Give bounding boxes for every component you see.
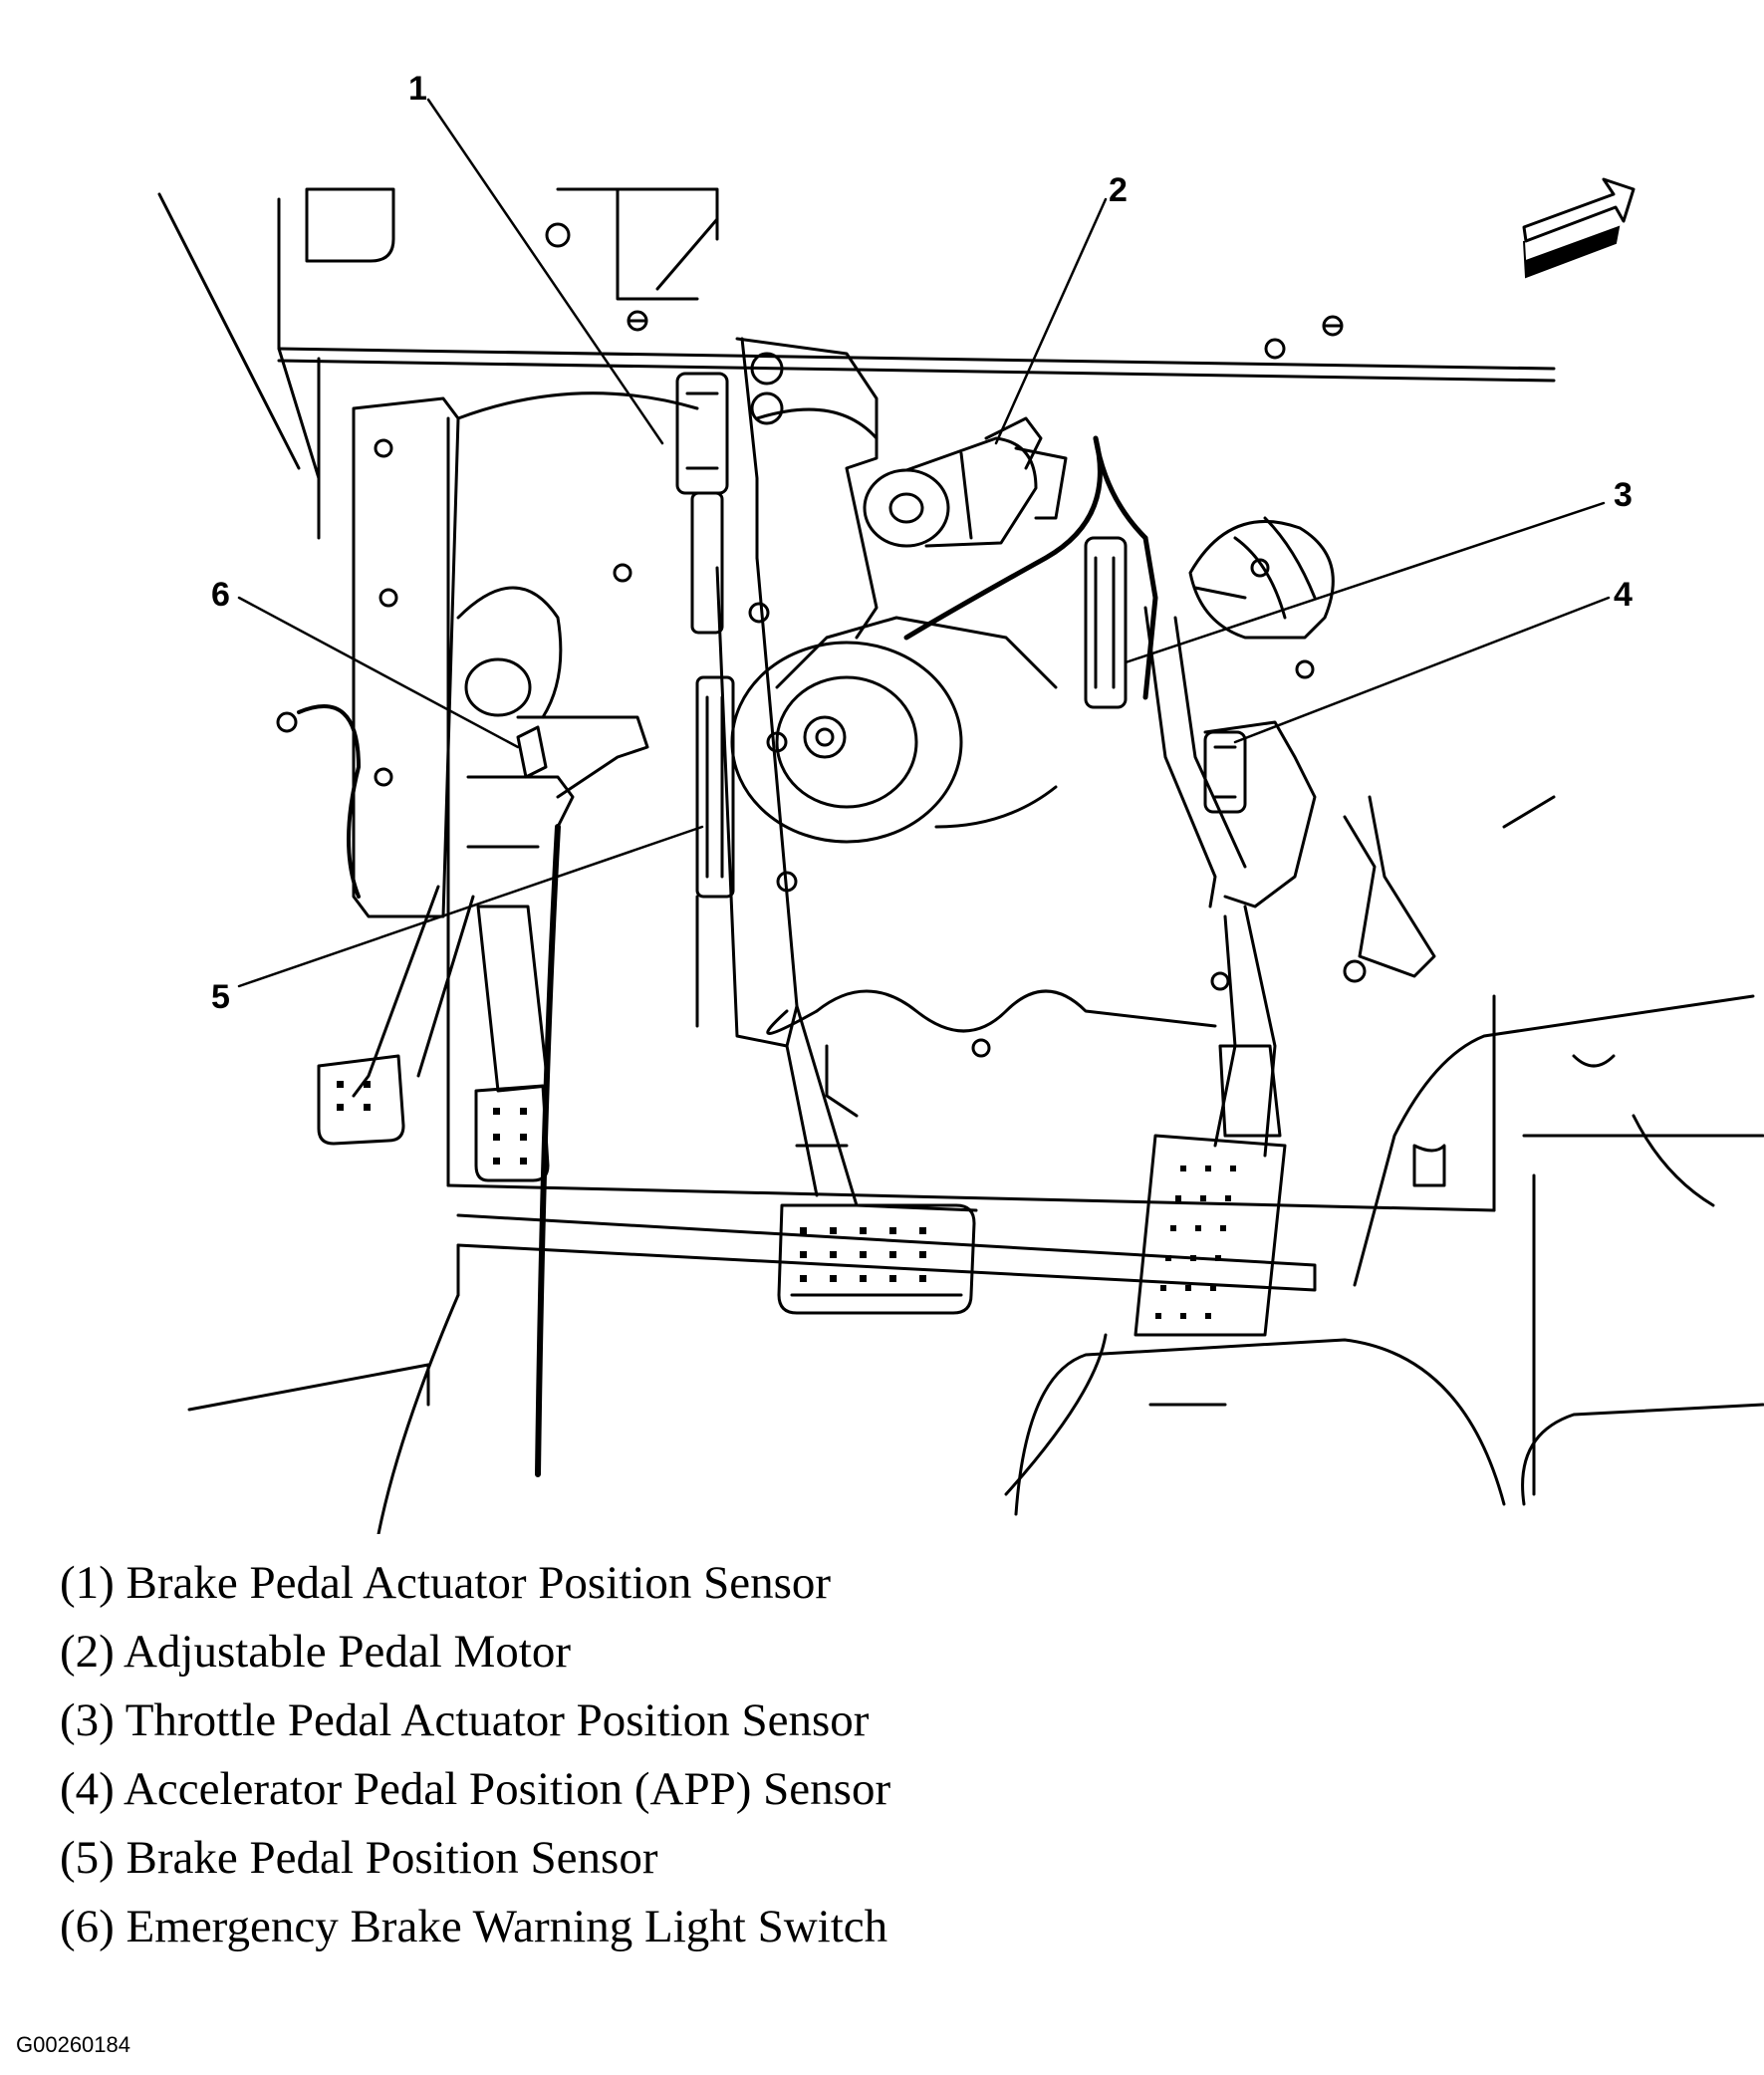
legend-item: (4) Accelerator Pedal Position (APP) Sen…	[60, 1763, 891, 1815]
brake-pedal-actuator-position-sensor	[675, 372, 729, 635]
pedal-mounting-plate	[446, 338, 1556, 1212]
callout-1: 1	[408, 70, 427, 108]
pedal-assembly-diagram: 1 2 3 4 5 6	[157, 70, 1764, 1534]
brake-pedal-pad	[777, 1203, 976, 1315]
air-vent	[1188, 516, 1335, 640]
component-legend: (1) Brake Pedal Actuator Position Sensor…	[60, 1549, 890, 1961]
wiring-harness-left	[276, 704, 561, 1477]
legend-item: (6) Emergency Brake Warning Light Switch	[60, 1901, 888, 1952]
brake-pad-dots	[800, 1227, 926, 1282]
legend-item: (1) Brake Pedal Actuator Position Sensor	[60, 1557, 832, 1609]
callout-2: 2	[1109, 171, 1128, 209]
brake-pedal-assembly	[715, 337, 1058, 1212]
callout-leader-lines	[237, 98, 1611, 988]
floor-and-console	[187, 994, 1764, 1534]
callout-5: 5	[211, 978, 230, 1016]
figure-id: G00260184	[16, 2032, 130, 2057]
parking-pad-dots	[337, 1081, 527, 1165]
adjustable-pedal-motor	[863, 416, 1068, 548]
forward-arrow-icon	[1522, 177, 1636, 279]
brake-pedal-position-sensor	[695, 675, 735, 1028]
accelerator-pedal-position-sensor	[1203, 730, 1247, 814]
throttle-pedal-actuator-position-sensor	[1084, 536, 1128, 709]
accelerator-pedal-assembly	[1004, 606, 1317, 1496]
legend-item: (5) Brake Pedal Position Sensor	[60, 1832, 658, 1884]
accelerator-pad-dots	[1155, 1166, 1236, 1319]
emergency-brake-warning-light-switch	[516, 725, 548, 779]
callout-4: 4	[1614, 576, 1633, 614]
callout-6: 6	[211, 576, 230, 614]
firewall-panel	[157, 187, 1556, 540]
legend-item: (3) Throttle Pedal Actuator Position Sen…	[60, 1694, 870, 1746]
callout-3: 3	[1614, 476, 1633, 514]
legend-item: (2) Adjustable Pedal Motor	[60, 1626, 572, 1678]
wiring-harness-upper	[903, 435, 1158, 700]
parking-brake-assembly	[317, 396, 649, 1182]
